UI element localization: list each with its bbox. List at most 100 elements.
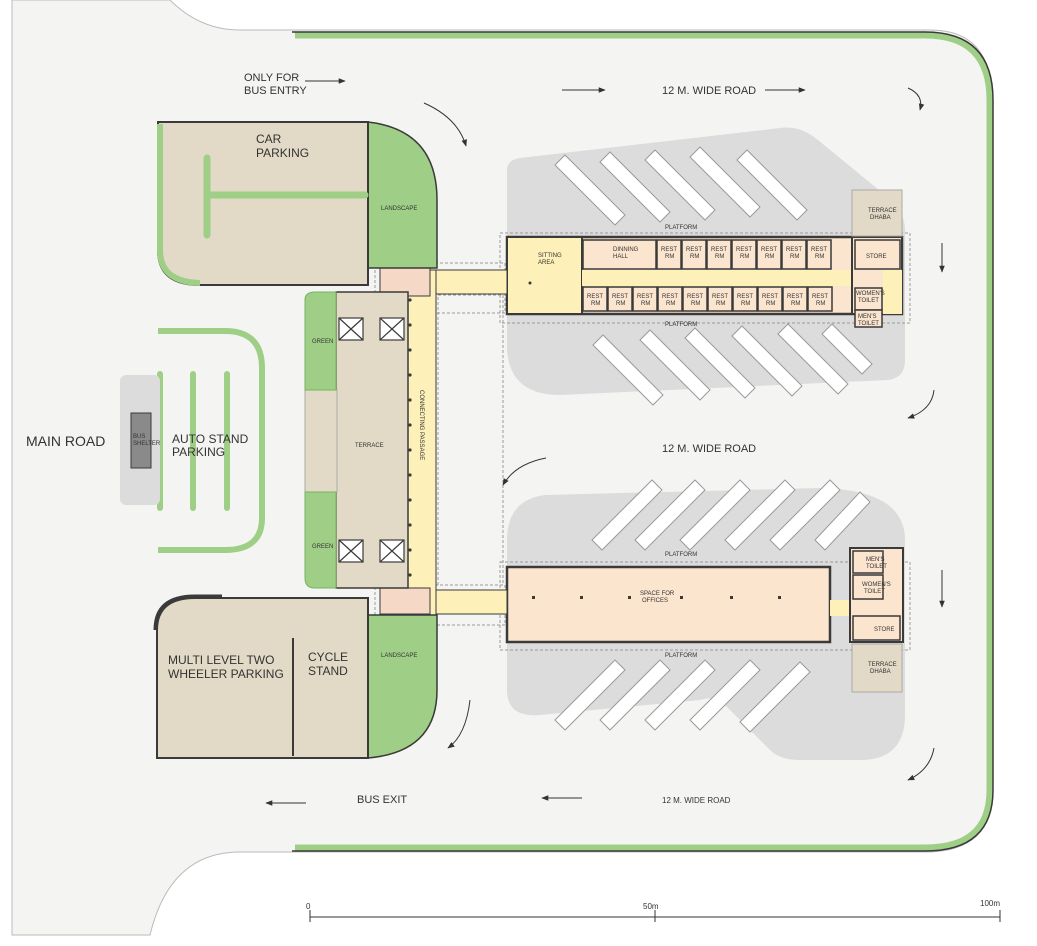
rest-room-label: REST	[712, 294, 728, 300]
two-wheeler-parking	[153, 594, 369, 759]
terrace-dhaba-top-label: TERRACE	[868, 208, 897, 214]
offices-label-2: OFFICES	[642, 598, 668, 604]
car-parking-label: CAR	[256, 132, 282, 146]
terrace-dhaba-bottom-label-2: DHABA	[870, 669, 891, 675]
boundary-green-strip	[295, 31, 994, 852]
rest-room-label-2: RM	[816, 301, 825, 307]
store-label-top: STORE	[866, 254, 887, 260]
car-parking	[157, 121, 369, 286]
platform-label: PLATFORM	[665, 653, 697, 659]
landscape-bottom-label: LANDSCAPE	[381, 653, 417, 659]
rest-room-label: REST	[687, 294, 703, 300]
rest-room-label: REST	[737, 294, 753, 300]
rest-room-label: REST	[662, 294, 678, 300]
bus-bay-stalls-bottom	[554, 479, 871, 733]
bus-entry-label: ONLY FOR	[244, 72, 299, 84]
auto-stand-label: AUTO STAND	[172, 432, 249, 446]
rest-room-label-2: RM	[691, 301, 700, 307]
green-top	[304, 291, 337, 391]
rest-room-label: REST	[787, 294, 803, 300]
landscape-top	[367, 121, 438, 269]
rest-room-label-2: RM	[666, 301, 675, 307]
cycle-stand-label: CYCLE	[308, 650, 348, 664]
two-wheeler-label: MULTI LEVEL TWO	[168, 653, 274, 667]
platform-label: PLATFORM	[665, 552, 697, 558]
bus-entry-label-2: BUS ENTRY	[244, 85, 307, 97]
womens-toilet-top-label-2: TOILET	[858, 298, 879, 304]
boundary-wall	[292, 31, 994, 852]
scale-bar	[309, 910, 1001, 922]
store-label-bottom: STORE	[874, 627, 895, 633]
rest-room-label-2: RM	[641, 301, 650, 307]
rest-room-label: REST	[661, 247, 677, 253]
main-road-label: MAIN ROAD	[26, 433, 105, 449]
car-parking-label-2: PARKING	[256, 146, 309, 160]
rest-room-label: REST	[812, 294, 828, 300]
two-wheeler-label-2: WHEELER PARKING	[168, 667, 284, 681]
cycle-stand-label-2: STAND	[308, 664, 348, 678]
dining-hall-label-2: HALL	[613, 254, 629, 260]
road-label-top: 12 M. WIDE ROAD	[662, 85, 756, 97]
rest-room-label-2: RM	[791, 301, 800, 307]
green-bottom	[304, 491, 337, 589]
rest-room-label: REST	[736, 247, 752, 253]
sitting-area-label-2: AREA	[538, 260, 554, 266]
mens-toilet-bottom-label: MEN'S	[866, 557, 884, 563]
offices-label: SPACE FOR	[640, 591, 675, 597]
rest-room-label-2: RM	[815, 254, 824, 260]
scale-mid-label: 50m	[643, 902, 659, 911]
road-label-bottom: 12 M. WIDE ROAD	[662, 796, 731, 805]
rest-room-label: REST	[761, 247, 777, 253]
rest-room-label-2: RM	[790, 254, 799, 260]
rest-room-label-2: RM	[741, 301, 750, 307]
rest-rooms-upper: REST RM REST RM REST RM REST RM REST RM …	[661, 247, 827, 260]
womens-toilet-bottom-label: WOMEN'S	[862, 582, 891, 588]
connecting-passage-block	[304, 262, 508, 626]
rest-rooms-lower: REST RM REST RM REST RM REST RM REST RM …	[587, 294, 828, 307]
rest-room-label-2: RM	[766, 301, 775, 307]
green-bottom-label: GREEN	[312, 544, 333, 550]
mens-toilet-top-label-2: TOILET	[858, 321, 879, 327]
auto-stand-parking	[120, 328, 265, 553]
rest-room-label-2: RM	[715, 254, 724, 260]
womens-toilet-bottom-label-2: TOILET	[864, 589, 885, 595]
bus-shelter-label-2: SHELTER	[133, 441, 161, 447]
rest-room-label: REST	[612, 294, 628, 300]
rest-room-label: REST	[711, 247, 727, 253]
connecting-passage-label: CONNECTING PASSAGE	[418, 390, 424, 460]
auto-stand-label-2: PARKING	[172, 445, 225, 459]
landscape-bottom	[367, 614, 438, 759]
scale-end-label: 100m	[980, 899, 1000, 908]
platform-label: PLATFORM	[665, 225, 697, 231]
terrace-dhaba-top-label-2: DHABA	[870, 215, 891, 221]
rest-room-label: REST	[637, 294, 653, 300]
bus-shelter-label: BUS	[133, 434, 145, 440]
platform-label: PLATFORM	[665, 322, 697, 328]
rest-room-label-2: RM	[765, 254, 774, 260]
rest-room-label-2: RM	[665, 254, 674, 260]
rest-room-label: REST	[762, 294, 778, 300]
road-label-middle: 12 M. WIDE ROAD	[662, 443, 756, 455]
rest-room-label-2: RM	[591, 301, 600, 307]
terrace-label: TERRACE	[355, 443, 384, 449]
rest-room-label-2: RM	[716, 301, 725, 307]
rest-room-label: REST	[786, 247, 802, 253]
rest-room-label-2: RM	[740, 254, 749, 260]
bus-exit-label: BUS EXIT	[357, 794, 407, 806]
mens-toilet-top-label: MEN'S	[858, 314, 876, 320]
womens-toilet-top-label: WOMEN'S	[856, 291, 885, 297]
rest-room-label: REST	[686, 247, 702, 253]
rest-room-label: REST	[587, 294, 603, 300]
sitting-area-label: SITTING	[538, 253, 562, 259]
scale-start-label: 0	[306, 902, 311, 911]
building-top	[499, 189, 911, 328]
mens-toilet-bottom-label-2: TOILET	[866, 564, 887, 570]
rest-room-label: REST	[811, 247, 827, 253]
landscape-top-label: LANDSCAPE	[381, 206, 417, 212]
rest-room-label-2: RM	[616, 301, 625, 307]
dining-hall-label: DINNING	[613, 247, 639, 253]
green-top-label: GREEN	[312, 339, 333, 345]
bus-bay-stalls-top	[554, 146, 873, 406]
rest-room-label-2: RM	[690, 254, 699, 260]
